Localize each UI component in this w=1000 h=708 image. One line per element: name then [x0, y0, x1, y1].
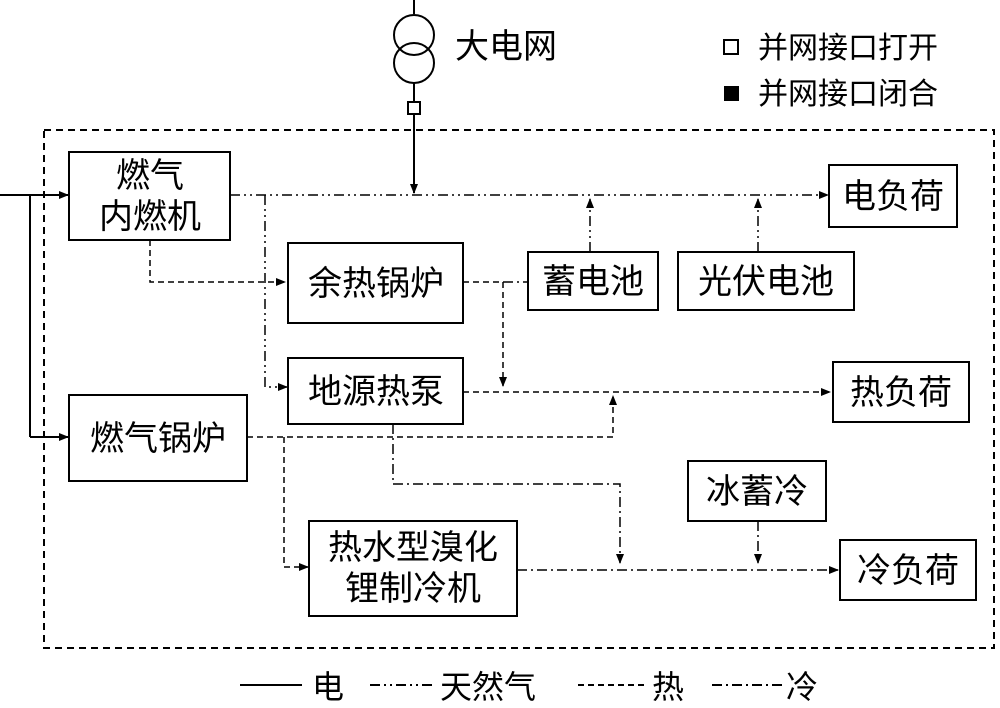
heat-load-box	[832, 361, 970, 423]
open-interface-icon	[723, 39, 739, 55]
transformer-icon	[393, 0, 435, 180]
legend-open-label: 并网接口打开	[758, 31, 938, 66]
waste-heat-boiler-box	[287, 242, 464, 324]
legend-gas-label: 天然气	[440, 668, 536, 706]
grid-label: 大电网	[455, 27, 557, 67]
gas-engine-label-1: 燃气	[116, 156, 184, 196]
gshp-box	[287, 357, 464, 425]
battery-label: 蓄电池	[542, 262, 644, 302]
electric-load-label: 电负荷	[842, 177, 944, 217]
electric-to-gshp-line	[264, 195, 288, 391]
legend-cold-label: 冷	[786, 668, 818, 706]
cooling-load-box	[839, 539, 977, 601]
closed-interface-icon	[724, 86, 739, 101]
boiler-heat-line	[247, 395, 617, 438]
legend-heat-label: 热	[652, 668, 684, 706]
waste-heat-boiler-label: 余热锅炉	[308, 264, 444, 304]
chiller-box	[308, 520, 518, 617]
electric-load-box	[828, 164, 958, 228]
system-boundary	[43, 129, 995, 649]
gas-engine-box	[68, 151, 231, 241]
gas-boiler-box	[68, 394, 248, 482]
heat-load-label: 热负荷	[850, 373, 952, 413]
battery-box	[527, 251, 659, 311]
pv-box	[677, 251, 855, 311]
pv-label: 光伏电池	[698, 262, 834, 302]
gshp-cold-line	[392, 424, 624, 564]
ice-storage-label: 冰蓄冷	[706, 472, 808, 512]
gas-boiler-label: 燃气锅炉	[90, 419, 226, 459]
chiller-label-1: 热水型溴化	[328, 528, 498, 568]
chiller-label-2: 锂制冷机	[345, 569, 481, 609]
engine-to-whb-line	[149, 240, 286, 286]
legend-electric-label: 电	[312, 668, 344, 706]
gas-supply-lines	[0, 194, 31, 437]
gas-engine-label-2: 内燃机	[99, 197, 201, 237]
gshp-label: 地源热泵	[308, 372, 444, 412]
whb-heat-line	[463, 281, 507, 387]
cooling-load-label: 冷负荷	[857, 551, 959, 591]
heat-to-chiller-line	[283, 437, 309, 571]
ice-storage-box	[687, 460, 827, 522]
legend-closed-label: 并网接口闭合	[758, 77, 938, 112]
